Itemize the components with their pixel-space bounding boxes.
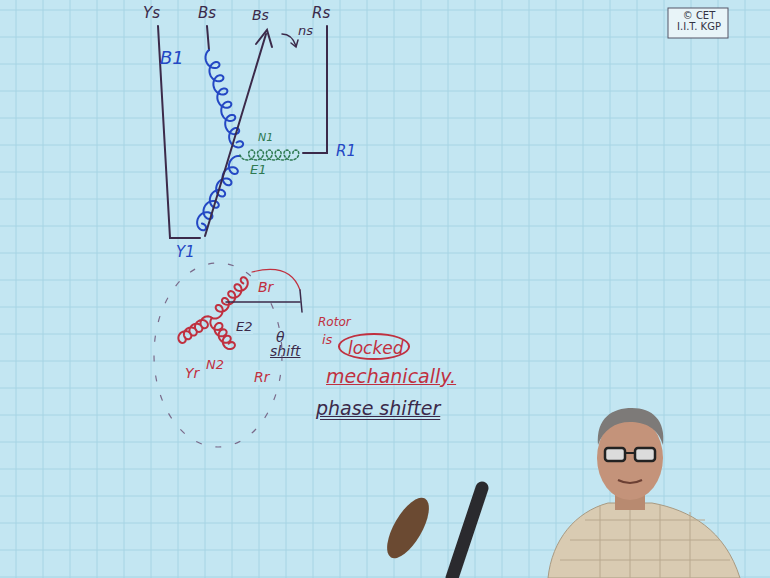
handwritten-label: Ys — [143, 5, 160, 22]
handwritten-label: Rr — [254, 370, 269, 385]
supply-wire — [207, 26, 209, 50]
supply-wire — [303, 26, 327, 153]
field-arrow — [205, 34, 266, 236]
handwritten-label: ns — [298, 24, 313, 38]
grid-line — [0, 91, 770, 92]
rotor-winding — [212, 277, 248, 318]
grid-line — [0, 37, 770, 38]
grid-line — [0, 388, 770, 389]
handwritten-label: is — [322, 333, 332, 347]
rotor-winding — [178, 316, 212, 343]
handwritten-label: E2 — [236, 320, 253, 334]
rotor-winding — [210, 318, 235, 349]
handwritten-label: phase shifter — [316, 398, 440, 419]
rotation-arrow — [282, 34, 296, 46]
handwritten-label: N1 — [258, 132, 273, 144]
handwritten-label: Bs — [198, 5, 216, 22]
supply-wire — [158, 26, 200, 238]
grid-line — [0, 145, 770, 146]
grid-line — [43, 0, 44, 578]
rotor-outline — [154, 263, 282, 447]
grid-line — [583, 0, 584, 578]
node-text: locked — [348, 339, 400, 358]
grid-line — [0, 307, 770, 308]
grid-line — [0, 118, 770, 119]
grid-line — [0, 361, 770, 362]
grid-line — [0, 64, 770, 65]
grid-line — [232, 0, 233, 578]
grid-line — [124, 0, 125, 578]
grid-line — [0, 253, 770, 254]
grid-line — [745, 0, 746, 578]
grid-line — [205, 0, 206, 578]
handwritten-label: shift — [270, 344, 300, 359]
grid-line — [178, 0, 179, 578]
lecturer-figure — [548, 408, 740, 578]
handwritten-label: R1 — [336, 143, 356, 160]
handwritten-label: Rotor — [318, 316, 351, 329]
grid-line — [97, 0, 98, 578]
circuit-drawing — [154, 26, 327, 447]
grid-line — [0, 172, 770, 173]
grid-line — [0, 280, 770, 281]
grid-line — [394, 0, 395, 578]
grid-line — [718, 0, 719, 578]
grid-line — [340, 0, 341, 578]
grid-line — [664, 0, 665, 578]
stator-winding — [240, 150, 299, 160]
handwritten-label: Yr — [185, 366, 199, 381]
handwritten-label: Rs — [312, 5, 330, 22]
grid-line — [70, 0, 71, 578]
phasor-line — [226, 301, 300, 303]
grid-line — [502, 0, 503, 578]
grid-line — [421, 0, 422, 578]
watermark: © CET I.I.T. KGP — [671, 10, 727, 32]
grid-line — [448, 0, 449, 578]
handwritten-label: Br — [258, 280, 273, 295]
grid-line — [16, 0, 17, 578]
grid-line — [0, 10, 770, 11]
grid-line — [0, 226, 770, 227]
handwritten-label: mechanically. — [326, 366, 456, 387]
handwritten-label: Bs — [252, 8, 269, 23]
stator-winding — [206, 50, 244, 147]
grid-line — [529, 0, 530, 578]
grid-line — [0, 199, 770, 200]
grid-line — [151, 0, 152, 578]
phasor-line — [300, 290, 302, 312]
handwritten-label: E1 — [250, 163, 267, 177]
grid-line — [0, 496, 770, 497]
handwritten-label: N2 — [206, 358, 224, 372]
grid-line — [691, 0, 692, 578]
arrow-head — [291, 40, 298, 47]
pen-objects — [379, 488, 482, 578]
arrow-head — [256, 30, 272, 47]
watermark-frame — [668, 8, 728, 38]
handwritten-label: B1 — [160, 48, 184, 68]
grid-line — [556, 0, 557, 578]
handwritten-label: Y1 — [176, 244, 195, 261]
grid-line — [367, 0, 368, 578]
grid-line — [313, 0, 314, 578]
grid-line — [286, 0, 287, 578]
circled-word: locked — [338, 333, 410, 360]
